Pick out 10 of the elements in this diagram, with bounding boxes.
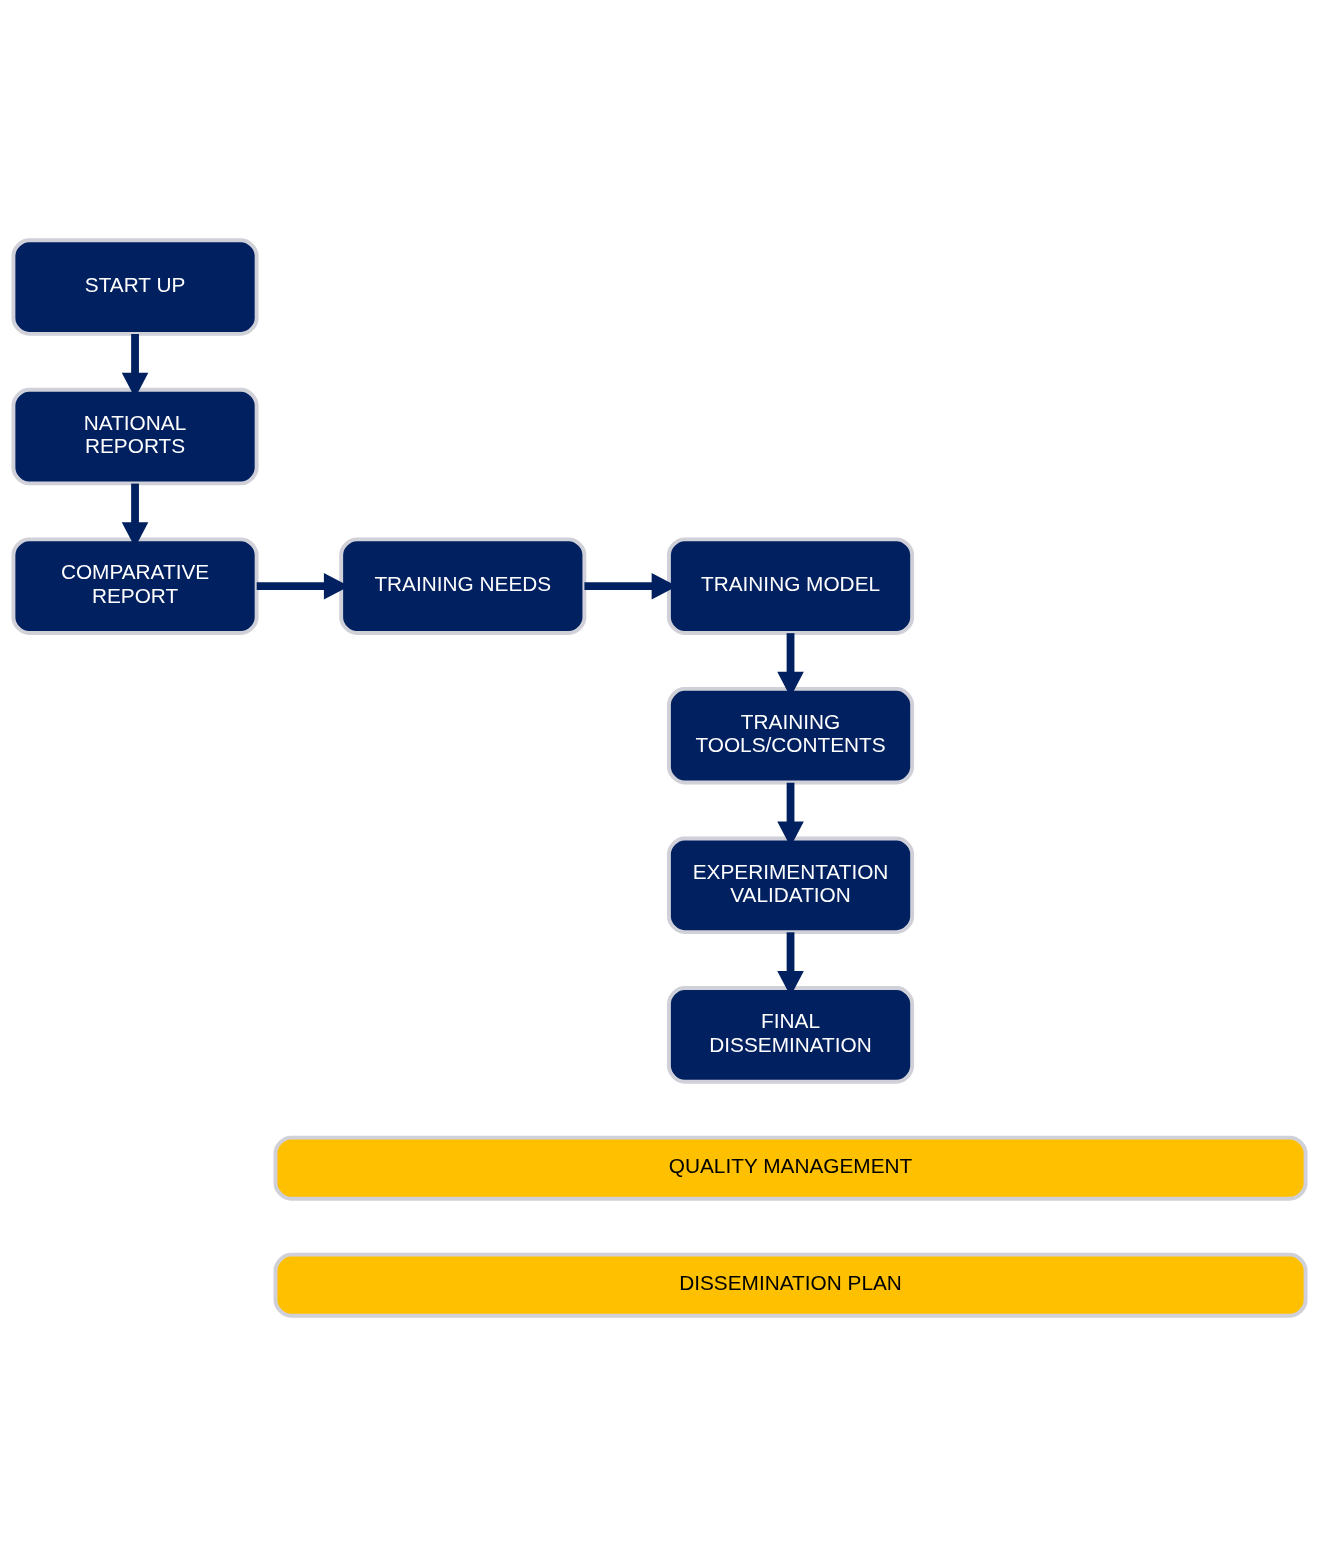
node-box: COMPARATIVE REPORT	[11, 536, 259, 635]
node-box: TRAINING MODEL	[666, 536, 915, 635]
node-box: DISSEMINATION PLAN	[273, 1252, 1308, 1318]
node-box: START UP	[11, 237, 259, 336]
node-box: FINAL DISSEMINATION	[666, 985, 915, 1084]
node-box: QUALITY MANAGEMENT	[273, 1135, 1308, 1201]
node-box: TRAINING TOOLS/CONTENTS	[666, 686, 915, 784]
node-box: TRAINING NEEDS	[339, 536, 587, 635]
node-box: NATIONAL REPORTS	[11, 387, 259, 485]
node-box: EXPERIMENTATION VALIDATION	[666, 836, 915, 934]
